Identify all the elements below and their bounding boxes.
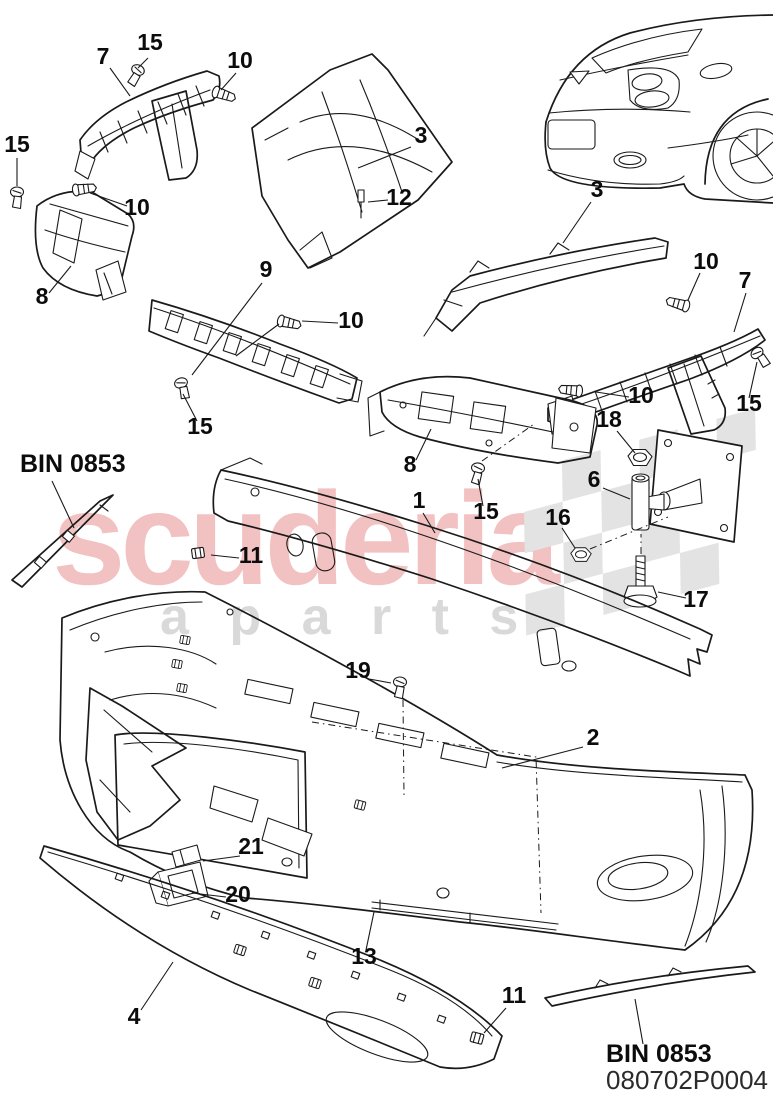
nut-16-part [570,547,592,562]
callout-clip-10-right-lower: 10 [628,382,654,408]
callout-bolt-17: 17 [683,586,709,612]
callout-bumper-cover-13: 13 [351,943,377,969]
callout-clip-10-right-upper: 10 [693,248,719,274]
callout-bracket-7-left: 7 [97,43,110,69]
tow-bracket-assembly [631,429,743,543]
part-8-absorber-right [367,375,598,464]
fog-lamp-opening [596,854,694,902]
callout-bracket-7-right: 7 [739,267,752,293]
part-1-impact-bar [212,457,713,677]
screw-19-part [391,676,408,700]
callout-clip-10-left: 10 [124,194,150,220]
clip-11-bottom-part [469,1031,485,1045]
callout-nut-16: 16 [545,504,571,530]
callout-retainer-2: 2 [587,724,600,750]
leader-lines [16,57,758,1045]
callout-absorber-8-left: 8 [36,283,49,309]
part-3-shield-center [251,53,453,269]
callout-bar-9: 9 [260,256,273,282]
drawing-code: 080702P0004 [606,1065,768,1095]
callout-screw-15-mid: 15 [473,498,499,524]
watermark-brand-text: scuderia [52,465,562,612]
callout-screw-15-top-left: 15 [137,29,163,55]
part-4-end-bracket [85,687,313,857]
part-7-bracket-left [74,70,221,181]
callout-clip-10-top-left: 10 [227,47,253,73]
part-3-diffuser-right [423,237,669,337]
clip-11-mid-part [190,546,206,560]
callout-lower-strip-4: 4 [128,1003,141,1029]
bin-label-bottom: BIN 0853 [606,1040,712,1068]
sleeve-6-part [631,476,650,531]
callout-shield-3-center: 3 [415,122,428,148]
bin-strip-bottom-right [544,965,756,1007]
callout-absorber-8-right: 8 [404,451,417,477]
bin-label-top: BIN 0853 [20,450,126,478]
callout-diffuser-3-right: 3 [591,176,604,202]
callout-sleeve-6: 6 [588,466,601,492]
callout-clip-11-bottom: 11 [502,982,527,1008]
callout-screw-19: 19 [345,657,371,683]
nut-18-part [627,448,653,467]
part-12-pin [357,189,365,219]
part-8-absorber-left [34,190,135,301]
callout-impact-bar-1: 1 [413,487,426,513]
callout-screw-15-right: 15 [736,390,762,416]
callout-clip-11-mid: 11 [239,542,264,568]
callout-labels: 15 7 10 15 10 8 3 12 9 10 15 3 10 7 10 1… [4,29,762,1029]
watermark-sub-text: a p a r t s [160,588,531,646]
callout-screw-15-center: 15 [187,413,213,439]
callout-clip-10-center: 10 [338,307,364,333]
part-9-slotted-bar [148,299,363,404]
callout-screw-15-far-left: 15 [4,131,30,157]
part-21-clip [171,844,202,868]
callout-clip-21: 21 [238,833,264,859]
car-rear-view-illustration [544,14,773,204]
callout-pin-12: 12 [386,184,412,210]
callout-bracket-20: 20 [225,881,251,907]
bin-strip-top-left [11,494,114,588]
part-4-lower-strip [39,845,503,1070]
callout-nut-18: 18 [596,406,622,432]
